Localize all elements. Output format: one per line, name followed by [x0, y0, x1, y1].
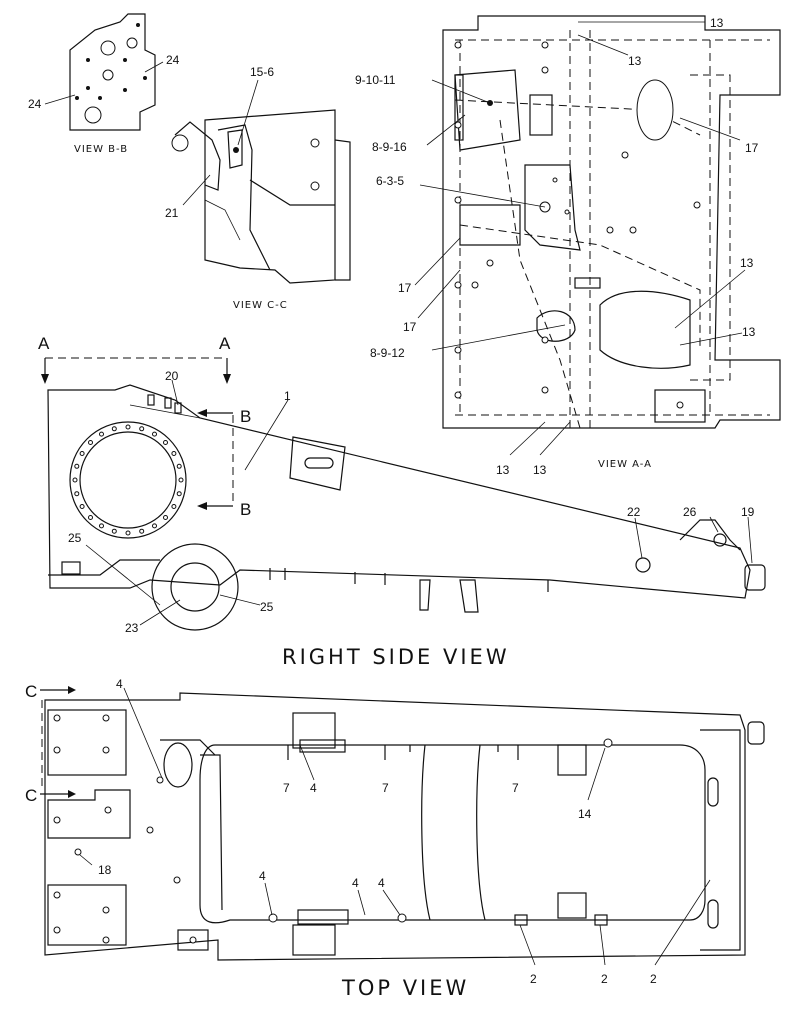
bolt-hole — [171, 504, 177, 509]
view-cc-caption: VIEW C-C — [233, 300, 288, 311]
callout-13-d: 13 — [742, 325, 756, 339]
right-side-view-caption: RIGHT SIDE VIEW — [282, 645, 510, 669]
bolt-hole — [99, 523, 104, 529]
bolt-hole — [111, 426, 117, 432]
callout-20: 20 — [165, 369, 179, 383]
bolt-hole — [88, 440, 93, 445]
callout-26: 26 — [683, 505, 697, 519]
bolt-hole — [74, 491, 80, 497]
bolt-hole — [139, 528, 145, 534]
callout-2-a: 2 — [530, 972, 537, 986]
callout-1: 1 — [284, 389, 291, 403]
callout-18: 18 — [98, 863, 112, 877]
callout-8-9-12: 8-9-12 — [370, 346, 405, 360]
bolt-hole — [171, 451, 177, 456]
bolt-hole — [99, 431, 104, 437]
section-mark-b-bottom: B — [240, 500, 251, 519]
callout-7-c: 7 — [512, 781, 519, 795]
bolt-hole — [74, 463, 80, 469]
callout-2-b: 2 — [601, 972, 608, 986]
bolt-hole — [111, 528, 117, 534]
section-mark-c-bottom: C — [25, 786, 37, 805]
callout-21: 21 — [165, 206, 179, 220]
section-mark-c-top: C — [25, 682, 37, 701]
view-bb-caption: VIEW B-B — [74, 144, 128, 155]
bolt-hole — [176, 463, 182, 469]
bolt-hole — [163, 515, 168, 520]
callout-15-6: 15-6 — [250, 65, 274, 79]
bore-bolt-ring — [72, 424, 184, 536]
section-mark-b-top: B — [240, 407, 251, 426]
section-mark-a-left: A — [38, 334, 50, 353]
callout-17-b: 17 — [398, 281, 412, 295]
callout-6-3-5: 6-3-5 — [376, 174, 404, 188]
callout-8-9-16: 8-9-16 — [372, 140, 407, 154]
bolt-hole — [139, 426, 145, 432]
bolt-hole — [88, 515, 93, 520]
bolt-hole — [79, 451, 85, 456]
callout-4-a: 4 — [116, 677, 123, 691]
callout-9-10-11: 9-10-11 — [355, 73, 396, 87]
callout-7-a: 7 — [283, 781, 290, 795]
top-view-drawing — [40, 686, 765, 966]
top-view-caption: TOP VIEW — [341, 976, 469, 1000]
bolt-hole — [178, 477, 184, 483]
callout-4-c: 4 — [259, 869, 266, 883]
bolt-hole — [79, 504, 85, 509]
callout-19: 19 — [741, 505, 755, 519]
callout-13-f: 13 — [533, 463, 547, 477]
callout-25-right: 25 — [260, 600, 274, 614]
callout-17-a: 17 — [745, 141, 759, 155]
callout-24-right: 24 — [166, 53, 180, 67]
callout-13-b: 13 — [628, 54, 642, 68]
callout-22: 22 — [627, 505, 641, 519]
callout-4-b: 4 — [310, 781, 317, 795]
section-mark-a-right: A — [219, 334, 231, 353]
bolt-hole — [152, 431, 157, 437]
callout-13-e: 13 — [496, 463, 510, 477]
callout-13-a: 13 — [710, 16, 724, 30]
bolt-hole — [125, 530, 131, 536]
view-bb-drawing — [44, 13, 164, 131]
view-cc-drawing — [171, 79, 351, 284]
callout-17-c: 17 — [403, 320, 417, 334]
callout-4-d: 4 — [352, 876, 359, 890]
callout-25-left: 25 — [68, 531, 82, 545]
bolt-hole — [163, 440, 168, 445]
view-aa-drawing — [414, 15, 781, 456]
bolt-hole — [176, 491, 182, 497]
callout-14: 14 — [578, 807, 592, 821]
callout-2-c: 2 — [650, 972, 657, 986]
callout-7-b: 7 — [382, 781, 389, 795]
callout-4-e: 4 — [378, 876, 385, 890]
callout-24-left: 24 — [28, 97, 42, 111]
callout-23: 23 — [125, 621, 139, 635]
right-side-view-drawing — [41, 357, 766, 631]
callout-13-c: 13 — [740, 256, 754, 270]
view-aa-holes — [454, 41, 701, 409]
view-aa-caption: VIEW A-A — [598, 459, 652, 470]
bolt-hole — [125, 424, 131, 430]
bolt-hole — [72, 477, 78, 483]
bolt-hole — [152, 523, 157, 529]
top-view-plate-holes — [53, 714, 197, 944]
